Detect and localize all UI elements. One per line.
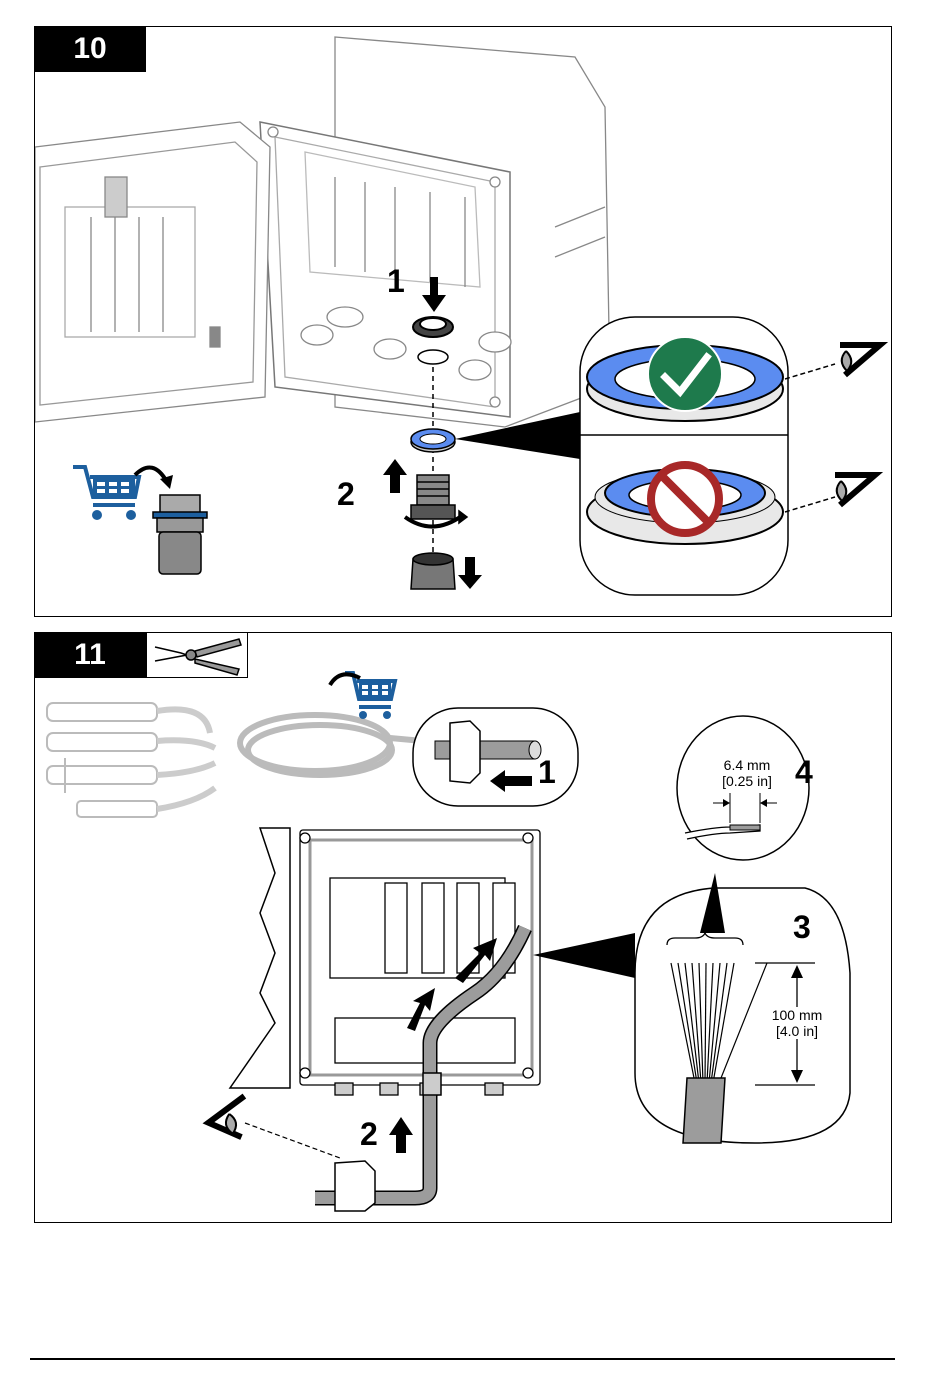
check-circle-icon: [647, 336, 723, 412]
arrow-left-icon: [490, 770, 532, 792]
strip-length-detail: [676, 715, 810, 861]
arrow-up-icon: [383, 459, 407, 493]
strip-length-label: 6.4 mm [0.25 in]: [707, 757, 787, 789]
lock-nut-icon: [412, 316, 454, 365]
cable-gland-icon: [403, 474, 469, 590]
seal-ring-icon: [410, 428, 456, 453]
wire-length-label: 100 mm [4.0 in]: [761, 1007, 833, 1039]
callout-4: 4: [795, 754, 813, 790]
enclosure-ports: [300, 306, 512, 381]
step-number-badge: 11: [34, 632, 146, 678]
step-11-illustration: 1: [46, 671, 851, 1212]
prohibited-circle-icon: [647, 461, 723, 537]
strip-length-imperial: [0.25 in]: [722, 773, 772, 789]
detail-pointer: [700, 873, 725, 933]
step-10-illustration: 1 2: [35, 36, 889, 596]
gland-detail-bubble: [412, 707, 579, 807]
curved-arrow-icon: [328, 672, 361, 687]
detail-pointer: [533, 933, 635, 978]
eye-icon: [835, 472, 884, 508]
wire-length-imperial: [4.0 in]: [775, 1023, 819, 1039]
arrow-down-icon: [458, 557, 482, 589]
enclosure-body: [259, 36, 611, 428]
step-10-panel: 10: [34, 26, 892, 617]
shopping-cart-icon: [345, 671, 398, 719]
arrow-diagonal-icon: [407, 988, 435, 1031]
wire-length-metric: 100 mm: [771, 1007, 823, 1023]
callout-2: 2: [337, 476, 355, 512]
shopping-cart-icon: [73, 465, 142, 520]
eye-icon: [840, 342, 889, 378]
cable-gland-icon: [334, 1072, 442, 1212]
detail-pointer: [455, 412, 580, 459]
tool-box: [146, 632, 248, 678]
callout-1: 1: [387, 263, 405, 299]
cable-gland-kit-icon: [152, 494, 208, 575]
wire-prep-detail: [634, 887, 851, 1144]
step-11-panel: 11: [34, 632, 892, 1223]
callout-1: 1: [538, 754, 556, 790]
step-number-badge: 10: [34, 26, 146, 72]
footer-rule: [30, 1358, 895, 1360]
arrow-diagonal-icon: [455, 938, 497, 983]
sensor-probe-icon: [46, 702, 217, 818]
enclosure-door: [35, 121, 271, 423]
callout-3: 3: [793, 909, 811, 945]
arrow-down-icon: [422, 277, 446, 312]
enclosure-door: [228, 827, 291, 1089]
arrow-up-icon: [389, 1117, 413, 1153]
callout-2: 2: [360, 1116, 378, 1152]
eye-icon: [202, 1093, 247, 1140]
strip-length-metric: 6.4 mm: [723, 757, 771, 773]
wire-stripper-icon: [154, 638, 242, 676]
